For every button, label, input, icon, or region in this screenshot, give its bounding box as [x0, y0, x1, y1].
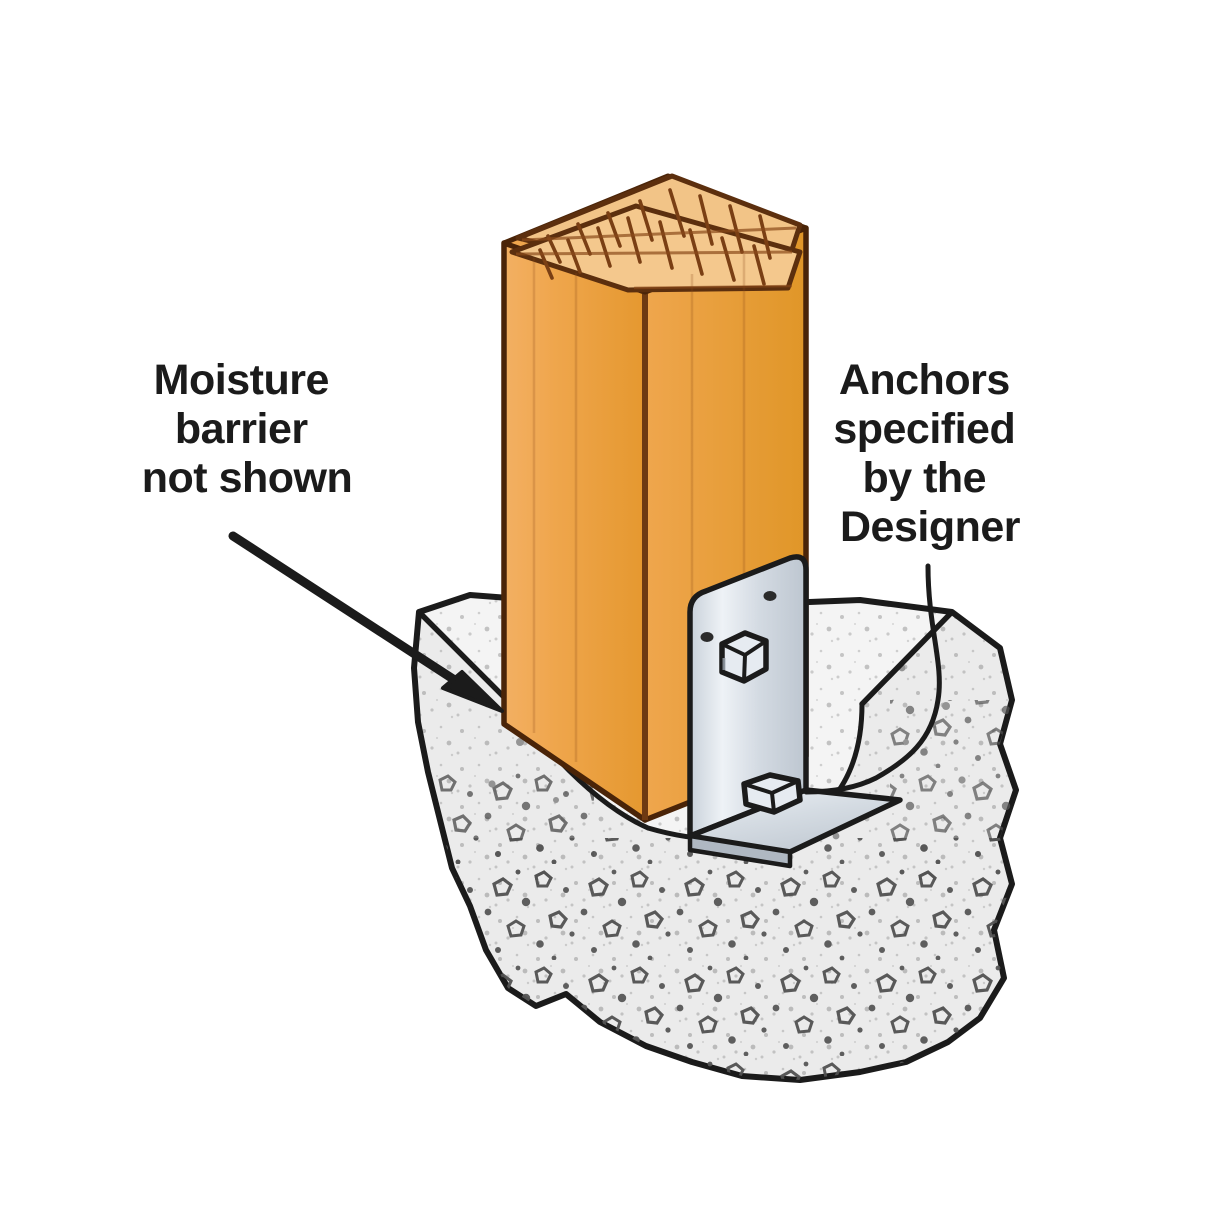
bracket-hole-top: [763, 591, 777, 601]
moisture-barrier-line-3: not shown: [142, 454, 352, 502]
bracket-hole-left: [700, 632, 714, 642]
anchors-label: Anchors specified by the Designer: [833, 356, 1026, 551]
moisture-barrier-leader-line: [228, 531, 475, 695]
post-front-face: [501, 240, 648, 823]
anchors-line-1: Anchors: [839, 356, 1010, 404]
bracket-vertical-plate: [687, 554, 809, 839]
anchors-line-4: Designer: [840, 503, 1021, 551]
anchors-line-3: by the: [862, 454, 986, 502]
anchor-bracket: [687, 554, 903, 869]
moisture-barrier-arrowhead: [441, 670, 504, 713]
anchors-leader-line: [803, 563, 942, 795]
moisture-barrier-label: Moisture barrier not shown: [142, 356, 352, 502]
bracket-base-thickness: [687, 833, 793, 869]
grain-band-front: [509, 203, 803, 293]
grain-streak-2: [515, 250, 793, 256]
anchors-callout: Anchors specified by the Designer: [803, 356, 1026, 795]
hex-nut-base: [741, 772, 803, 815]
grain-streak-1: [521, 226, 797, 242]
grain-streak-3: [633, 284, 793, 290]
concrete-top-left-edge: [416, 609, 517, 710]
concrete-top-right-edge: [859, 609, 955, 707]
hex-bolt-vertical: [719, 630, 769, 684]
anchors-line-2: specified: [833, 405, 1015, 453]
post-end-grain: [501, 173, 809, 295]
moisture-barrier-line-2: barrier: [175, 405, 309, 453]
moisture-barrier-callout: Moisture barrier not shown: [142, 356, 504, 713]
moisture-barrier-line-1: Moisture: [154, 356, 329, 404]
